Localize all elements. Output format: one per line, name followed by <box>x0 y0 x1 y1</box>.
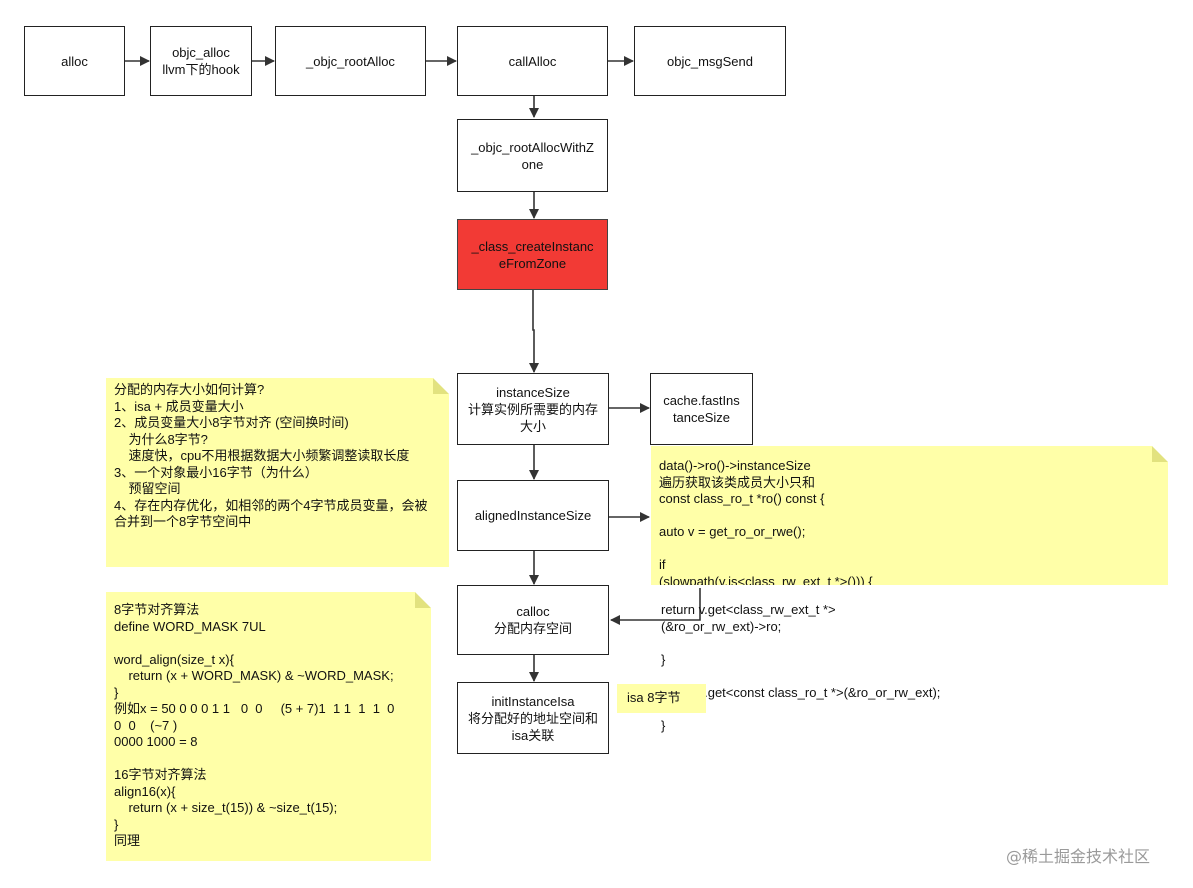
node-aligned-instance-size: alignedInstanceSize <box>457 480 609 551</box>
note-isa-8-bytes: isa 8字节 <box>617 684 706 713</box>
node-call-alloc: callAlloc <box>457 26 608 96</box>
arrow-create-instancesize <box>529 290 539 373</box>
node-alloc: alloc <box>24 26 125 96</box>
arrow-note-calloc <box>610 588 701 625</box>
note-memory-calc: 分配的内存大小如何计算? 1、isa + 成员变量大小 2、成员变量大小8字节对… <box>106 378 449 567</box>
note-align-algo: 8字节对齐算法 define WORD_MASK 7UL word_align(… <box>106 592 431 861</box>
note-ro-code: data()->ro()->instanceSize 遍历获取该类成员大小只和 … <box>651 446 1168 585</box>
node-objc-root-alloc: _objc_rootAlloc <box>275 26 426 96</box>
node-objc-alloc: objc_alloc llvm下的hook <box>150 26 252 96</box>
node-calloc: calloc 分配内存空间 <box>457 585 609 655</box>
note-ro-code-tail: return v.get<class_rw_ext_t *> (&ro_or_r… <box>661 602 941 733</box>
node-objc-msg-send: objc_msgSend <box>634 26 786 96</box>
node-init-instance-isa: initInstanceIsa 将分配好的地址空间和 isa关联 <box>457 682 609 754</box>
note-memory-calc-fold <box>433 378 449 394</box>
note-ro-code-fold <box>1152 446 1168 462</box>
node-instance-size: instanceSize 计算实例所需要的内存 大小 <box>457 373 609 445</box>
node-objc-root-alloc-with-zone: _objc_rootAllocWithZ one <box>457 119 608 192</box>
watermark: @稀土掘金技术社区 <box>1006 847 1151 866</box>
note-align-algo-fold <box>415 592 431 608</box>
node-class-create-instance-from-zone: _class_createInstanc eFromZone <box>457 219 608 290</box>
node-cache-fast-instance-size: cache.fastIns tanceSize <box>650 373 753 445</box>
